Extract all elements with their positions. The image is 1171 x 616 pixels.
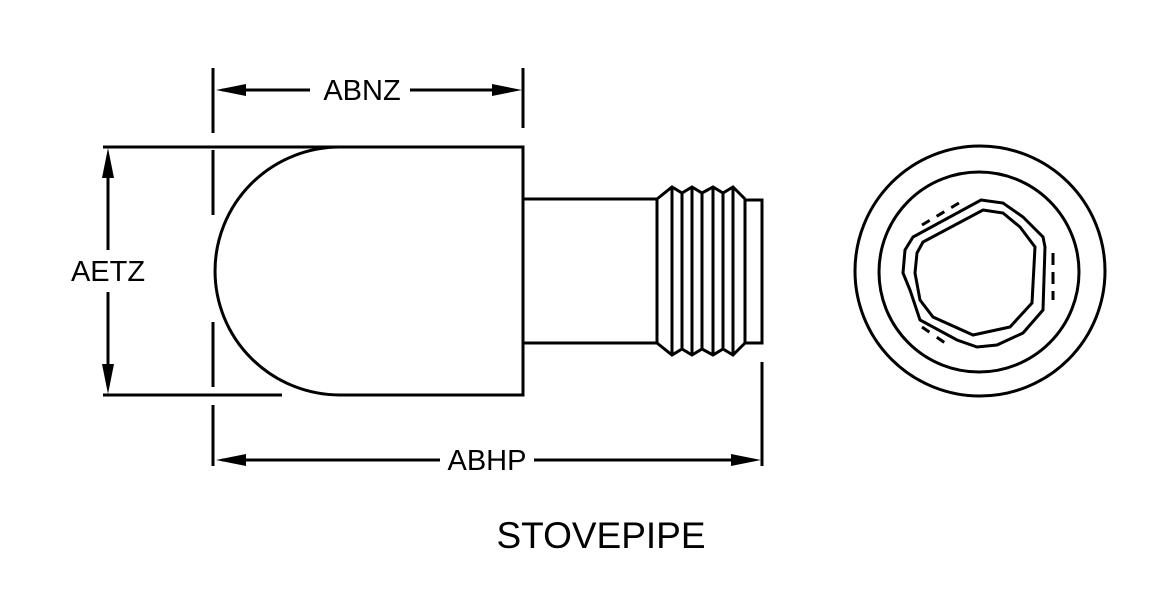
- dimension-aetz: AETZ: [71, 148, 145, 394]
- neck: [523, 197, 657, 345]
- dome-body: [213, 145, 525, 397]
- side-view: ABNZ AETZ ABHP: [71, 68, 764, 477]
- dimension-label-abhp: ABHP: [448, 445, 527, 477]
- dimension-label-aetz: AETZ: [71, 256, 145, 288]
- dimension-label-abnz: ABNZ: [323, 75, 400, 107]
- dimension-abnz: ABNZ: [216, 75, 522, 107]
- thread: [655, 185, 764, 357]
- diagram-title: STOVEPIPE: [496, 515, 705, 556]
- dimension-abhp: ABHP: [216, 445, 761, 477]
- extension-lines: [103, 68, 764, 466]
- end-view: [853, 144, 1107, 398]
